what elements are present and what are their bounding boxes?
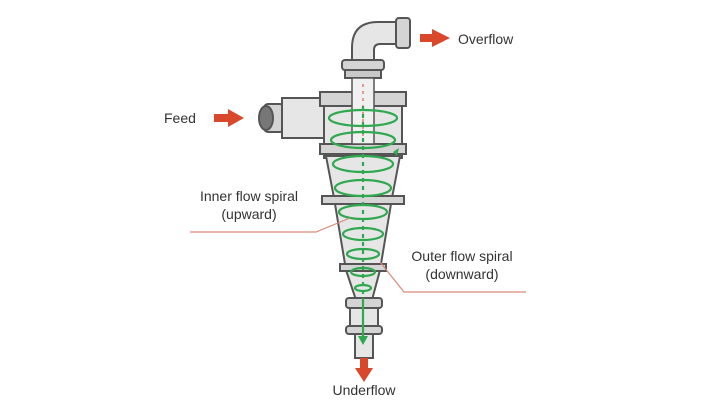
overflow-elbow-pipe (341, 17, 411, 79)
outer-flow-label-line2: (downward) (425, 266, 499, 282)
inner-flow-label-line2: (upward) (221, 206, 277, 222)
overflow-arrow (420, 29, 450, 47)
flow-spiral (327, 106, 399, 345)
outer-flow-label: Outer flow spiral (downward) (400, 247, 524, 283)
feed-arrow (214, 109, 244, 127)
outer-flow-label-line1: Outer flow spiral (411, 248, 513, 264)
feed-label: Feed (164, 110, 196, 126)
inner-flow-label: Inner flow spiral (upward) (185, 187, 313, 223)
overflow-label: Overflow (458, 31, 514, 47)
underflow-label: Underflow (332, 382, 396, 398)
inner-flow-label-line1: Inner flow spiral (199, 188, 299, 204)
inner-flow-leader-line (190, 217, 351, 233)
feed-inlet (258, 97, 325, 139)
outer-flow-leader-line (379, 261, 526, 293)
underflow-arrow (355, 358, 373, 382)
